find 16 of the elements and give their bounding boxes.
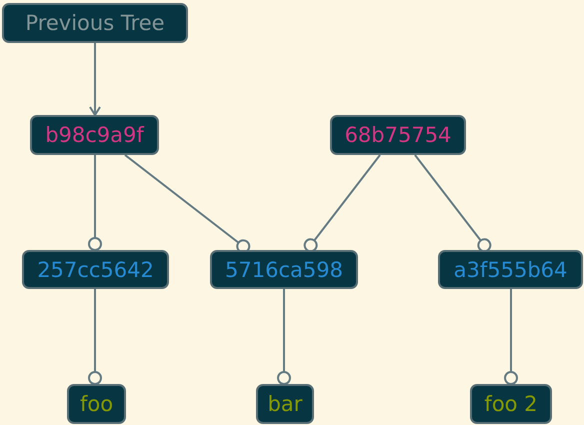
hash-node: 257cc5642 <box>22 250 169 289</box>
connector <box>414 154 492 252</box>
hash-node: foo 2 <box>470 384 552 424</box>
connector <box>88 289 102 385</box>
hash-node: bar <box>256 384 314 424</box>
connector <box>304 154 381 252</box>
hash-node: a3f555b64 <box>438 250 583 289</box>
tree-node: Previous Tree <box>2 3 188 43</box>
connector <box>277 289 291 385</box>
connector <box>88 155 102 251</box>
connector <box>504 289 518 385</box>
hash-node: 68b75754 <box>330 115 466 155</box>
hash-node: 5716ca598 <box>210 250 358 289</box>
connector <box>89 43 101 116</box>
hash-node: foo <box>67 384 126 424</box>
hash-node: b98c9a9f <box>30 115 159 155</box>
